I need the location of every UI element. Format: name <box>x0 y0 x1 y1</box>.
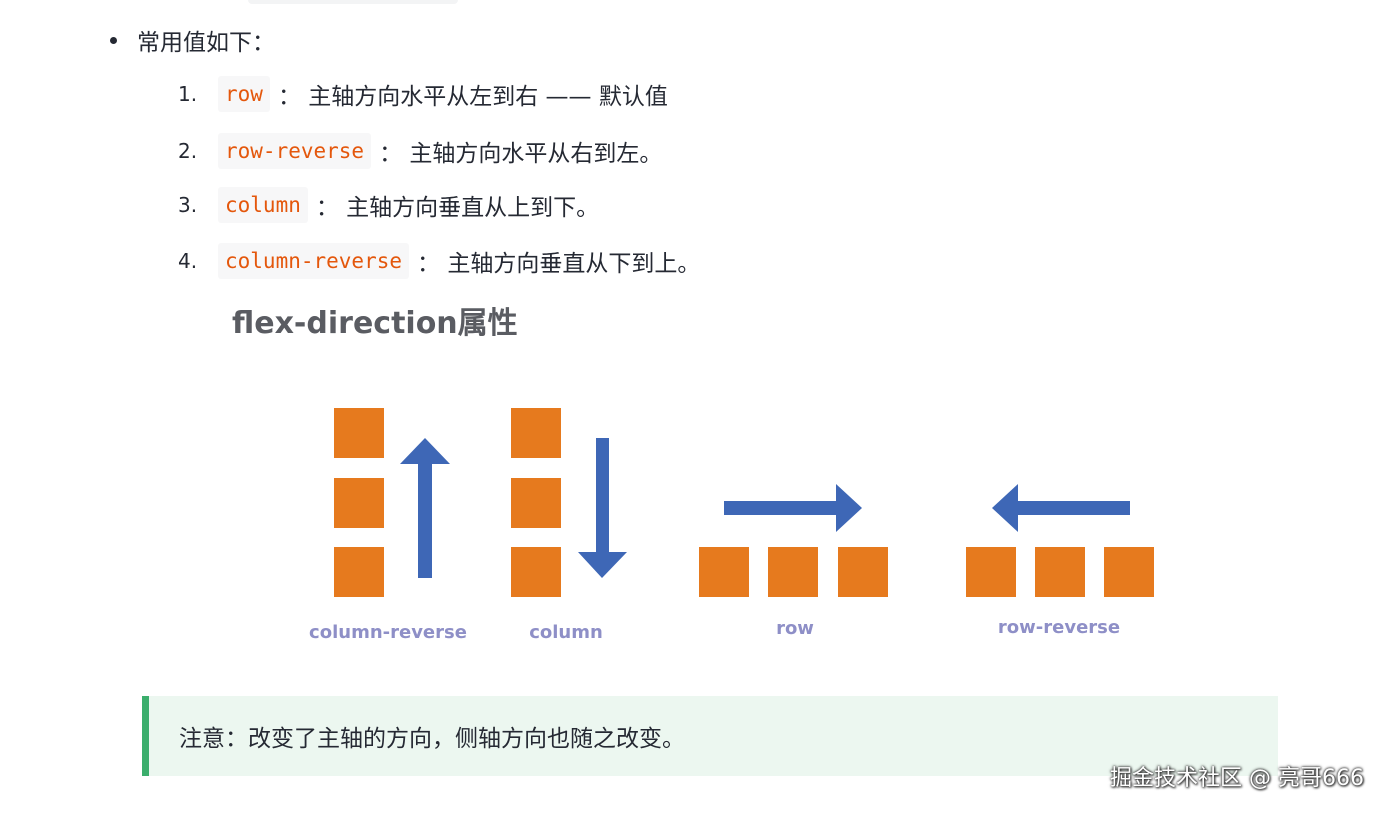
note-text: 注意：改变了主轴的方向，侧轴方向也随之改变。 <box>179 726 685 752</box>
list-description: ： 主轴方向水平从左到右 —— 默认值 <box>277 84 668 110</box>
flex-box <box>768 547 818 597</box>
flex-box <box>966 547 1016 597</box>
list-item: 1. row ： 主轴方向水平从左到右 —— 默认值 <box>178 74 668 114</box>
label-row: row <box>776 618 814 639</box>
flex-box <box>334 408 384 458</box>
list-item: 2. row-reverse ： 主轴方向水平从右到左。 <box>178 131 662 171</box>
flex-box <box>511 478 561 528</box>
watermark: 掘金技术社区 @ 亮哥666 <box>1110 766 1364 791</box>
arrow-up-icon <box>400 438 450 578</box>
arrow-right-icon <box>724 484 862 532</box>
flex-box <box>838 547 888 597</box>
inline-code: row <box>218 76 270 112</box>
row-group <box>699 484 888 597</box>
label-column: column <box>529 622 603 643</box>
figure-title: flex-direction属性 <box>232 306 518 341</box>
bullet-dot-icon <box>110 36 117 44</box>
list-number: 1. <box>178 82 198 106</box>
flex-box <box>1035 547 1085 597</box>
list-number: 3. <box>178 193 198 217</box>
list-description: ： 主轴方向垂直从上到下。 <box>315 195 600 221</box>
intro-bullet: 常用值如下： <box>110 22 275 58</box>
code-block-edge <box>248 0 458 4</box>
flex-box <box>699 547 749 597</box>
flex-box <box>511 547 561 597</box>
list-item: 3. column ： 主轴方向垂直从上到下。 <box>178 185 599 225</box>
list-description: ： 主轴方向垂直从下到上。 <box>417 251 701 277</box>
flex-box <box>334 547 384 597</box>
inline-code: column-reverse <box>218 243 410 279</box>
flex-box <box>511 408 561 458</box>
list-description: ： 主轴方向水平从右到左。 <box>379 141 663 167</box>
list-item: 4. column-reverse ： 主轴方向垂直从下到上。 <box>178 241 700 281</box>
label-column-reverse: column-reverse <box>309 622 467 643</box>
arrow-down-icon <box>578 438 627 578</box>
intro-text: 常用值如下： <box>137 30 275 56</box>
flex-box <box>1104 547 1154 597</box>
column-group <box>511 408 627 597</box>
label-row-reverse: row-reverse <box>998 617 1120 638</box>
column-reverse-group <box>334 408 450 597</box>
arrow-left-icon <box>992 484 1130 532</box>
row-reverse-group <box>966 484 1154 597</box>
inline-code: row-reverse <box>218 133 372 169</box>
list-number: 4. <box>178 249 198 273</box>
inline-code: column <box>218 187 308 223</box>
list-number: 2. <box>178 139 198 163</box>
note-callout: 注意：改变了主轴的方向，侧轴方向也随之改变。 <box>142 696 1278 776</box>
flex-box <box>334 478 384 528</box>
